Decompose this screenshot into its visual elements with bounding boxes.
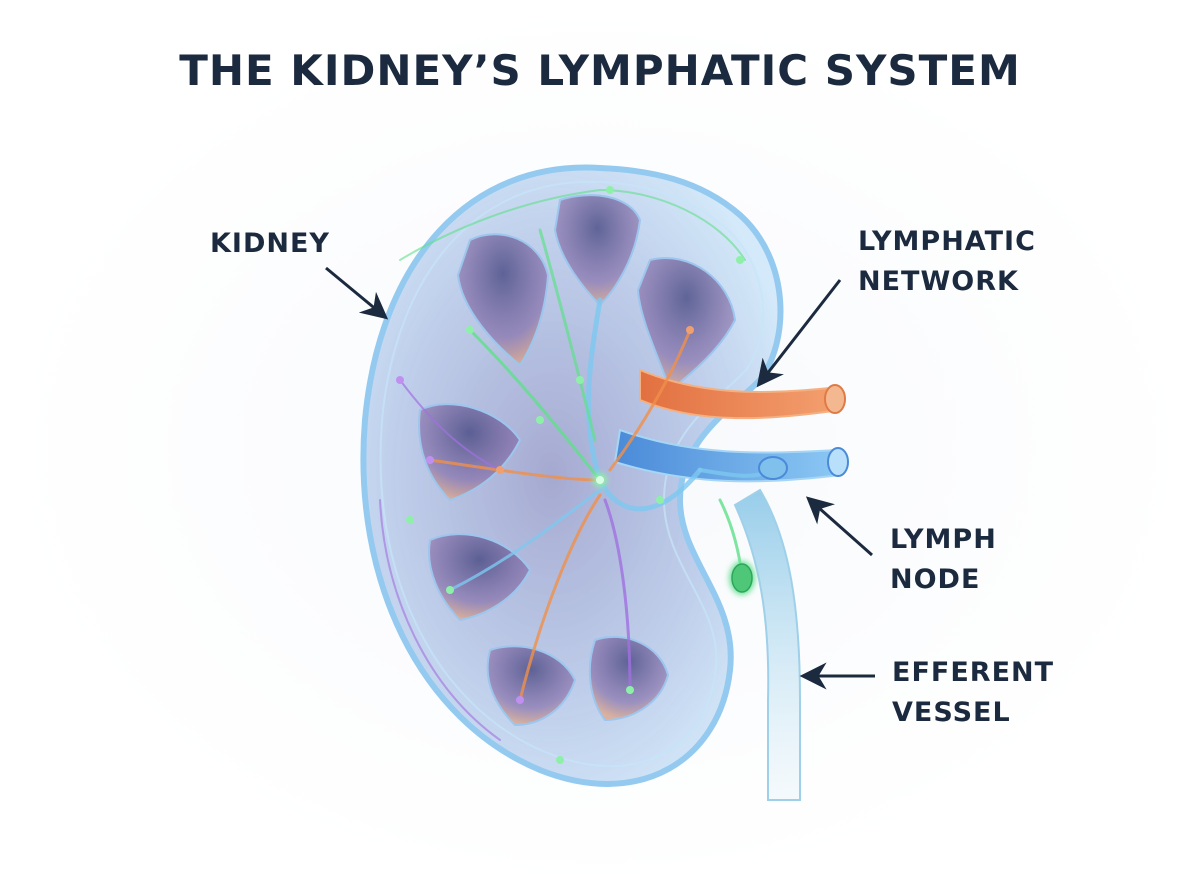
label-lymph-node: LYMPH NODE (890, 520, 997, 600)
label-kidney: KIDNEY (210, 224, 330, 264)
kidney-arrow (326, 268, 384, 316)
label-efferent-vessel: EFFERENT VESSEL (892, 653, 1054, 733)
lymph-node-arrow (810, 500, 872, 555)
lymph-node-shape (759, 457, 787, 479)
efferent-vessel-shape (735, 490, 800, 800)
label-lymphatic-network: LYMPHATIC NETWORK (858, 222, 1036, 302)
